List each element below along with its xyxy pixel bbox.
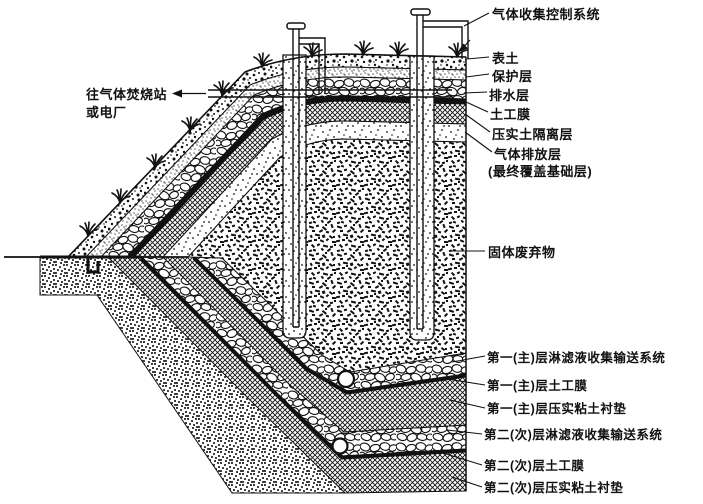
leader-liner1-clay xyxy=(449,399,486,409)
label-liner2-geomembrane: 第二(次)层土工膜 xyxy=(484,459,585,473)
label-geomembrane: 土工膜 xyxy=(490,107,531,122)
layer-liner2-geomembrane xyxy=(139,256,467,460)
leader-topsoil xyxy=(466,56,490,60)
right-well-pipe xyxy=(416,15,424,330)
label-gas-venting-layer: 气体排放层 xyxy=(494,147,562,162)
leader-liner2-clay xyxy=(451,476,483,488)
gas-header-pipe xyxy=(181,89,452,98)
label-drainage-layer: 排水层 xyxy=(489,88,530,103)
right-well-cap xyxy=(410,8,431,16)
leader-liner1-membrane xyxy=(440,377,486,386)
label-liner1-collection-system: 第一(主)层淋滤液收集输送系统 xyxy=(487,351,666,365)
label-protection-layer: 保护层 xyxy=(492,69,533,84)
leader-liner1-collection xyxy=(451,355,486,363)
leader-drainage xyxy=(463,91,488,94)
label-liner1-clay-liner: 第一(主)层压实粘土衬垫 xyxy=(487,402,627,416)
leader-gas-control xyxy=(463,12,490,27)
left-arrow-icon xyxy=(172,89,182,98)
left-well-borehole xyxy=(282,54,307,339)
label-to-gas-flare-line2: 或电厂 xyxy=(86,105,127,120)
leader-lines xyxy=(440,12,493,488)
label-compacted-soil-isolation: 压实土隔离层 xyxy=(492,127,574,142)
ground-surface xyxy=(4,255,188,274)
bottom-liner-layers xyxy=(106,256,467,494)
left-well-cap xyxy=(286,22,306,30)
label-gas-control-system: 气体收集控制系统 xyxy=(492,7,601,22)
leader-isolation xyxy=(464,113,491,133)
label-liner2-collection-system: 第二(次)层淋滤液收集输送系统 xyxy=(484,428,663,442)
leachate-pipe-2 xyxy=(331,437,349,455)
leader-protection xyxy=(465,73,490,78)
anchor-trench xyxy=(86,257,100,274)
label-liner1-geomembrane: 第一(主)层土工膜 xyxy=(487,379,588,393)
label-liner2-clay-liner: 第二(次)层压实粘土衬垫 xyxy=(484,481,624,495)
leader-venting xyxy=(464,131,493,153)
gas-extraction-wells xyxy=(282,8,469,341)
label-to-gas-flare-line1: 往气体焚烧站 xyxy=(86,87,168,102)
label-final-cover-base: (最终覆盖基础层) xyxy=(488,164,593,179)
label-to-gas-flare-station: 往气体焚烧站 或电厂 xyxy=(86,86,167,122)
leader-geomembrane xyxy=(463,100,489,113)
left-well-branch-pipe xyxy=(299,37,326,94)
layer-liner1-geomembrane xyxy=(192,256,467,395)
right-well-borehole xyxy=(409,55,435,341)
left-well-pipe xyxy=(292,29,300,328)
leader-liner2-membrane xyxy=(442,452,483,466)
label-topsoil: 表土 xyxy=(492,51,520,66)
down-left-arrow-icon xyxy=(459,39,471,52)
leader-liner2-collection xyxy=(446,429,483,435)
cover-surface-outline xyxy=(67,53,467,258)
leachate-pipe-1 xyxy=(336,369,356,389)
label-solid-waste: 固体废弃物 xyxy=(488,245,556,260)
